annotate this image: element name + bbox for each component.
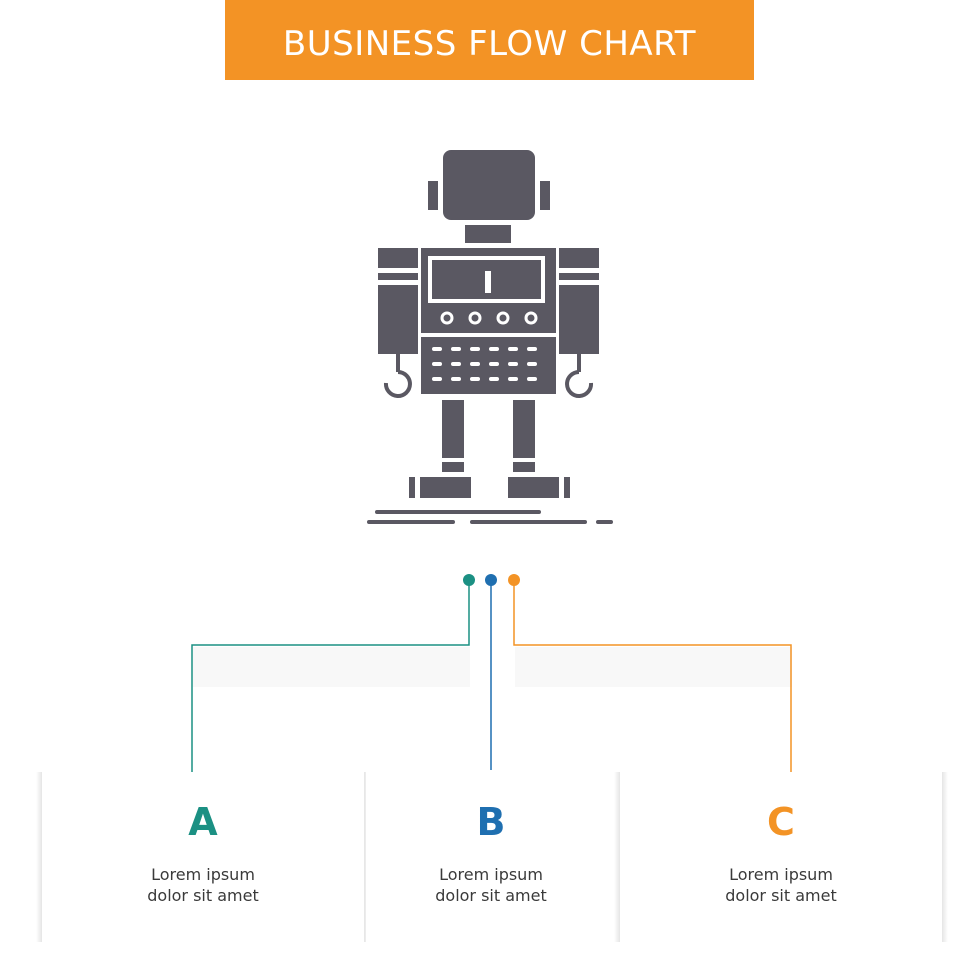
connector-c bbox=[513, 580, 792, 780]
step-letter-a: A bbox=[188, 800, 218, 844]
dot-a bbox=[463, 574, 475, 586]
page-title: BUSINESS FLOW CHART bbox=[282, 24, 697, 64]
connector-a bbox=[191, 580, 470, 780]
step-text-line2: dolor sit amet bbox=[725, 886, 837, 905]
step-letter-b: B bbox=[476, 800, 506, 844]
step-text-line2: dolor sit amet bbox=[435, 886, 547, 905]
dot-b bbox=[485, 574, 497, 586]
step-text-line1: Lorem ipsum bbox=[151, 865, 255, 884]
step-text-c: Lorem ipsum dolor sit amet bbox=[620, 864, 942, 906]
step-text-b: Lorem ipsum dolor sit amet bbox=[366, 864, 616, 906]
step-card-c: C Lorem ipsum dolor sit amet bbox=[614, 772, 948, 942]
robot-icon bbox=[367, 150, 613, 524]
step-text-line2: dolor sit amet bbox=[147, 886, 259, 905]
step-text-line1: Lorem ipsum bbox=[729, 865, 833, 884]
step-letter-c: C bbox=[767, 800, 795, 844]
title-banner: BUSINESS FLOW CHART bbox=[225, 0, 754, 80]
dot-c bbox=[508, 574, 520, 586]
step-text-a: Lorem ipsum dolor sit amet bbox=[42, 864, 364, 906]
step-text-line1: Lorem ipsum bbox=[439, 865, 543, 884]
step-card-b: B Lorem ipsum dolor sit amet bbox=[366, 772, 616, 942]
step-card-a: A Lorem ipsum dolor sit amet bbox=[36, 772, 370, 942]
